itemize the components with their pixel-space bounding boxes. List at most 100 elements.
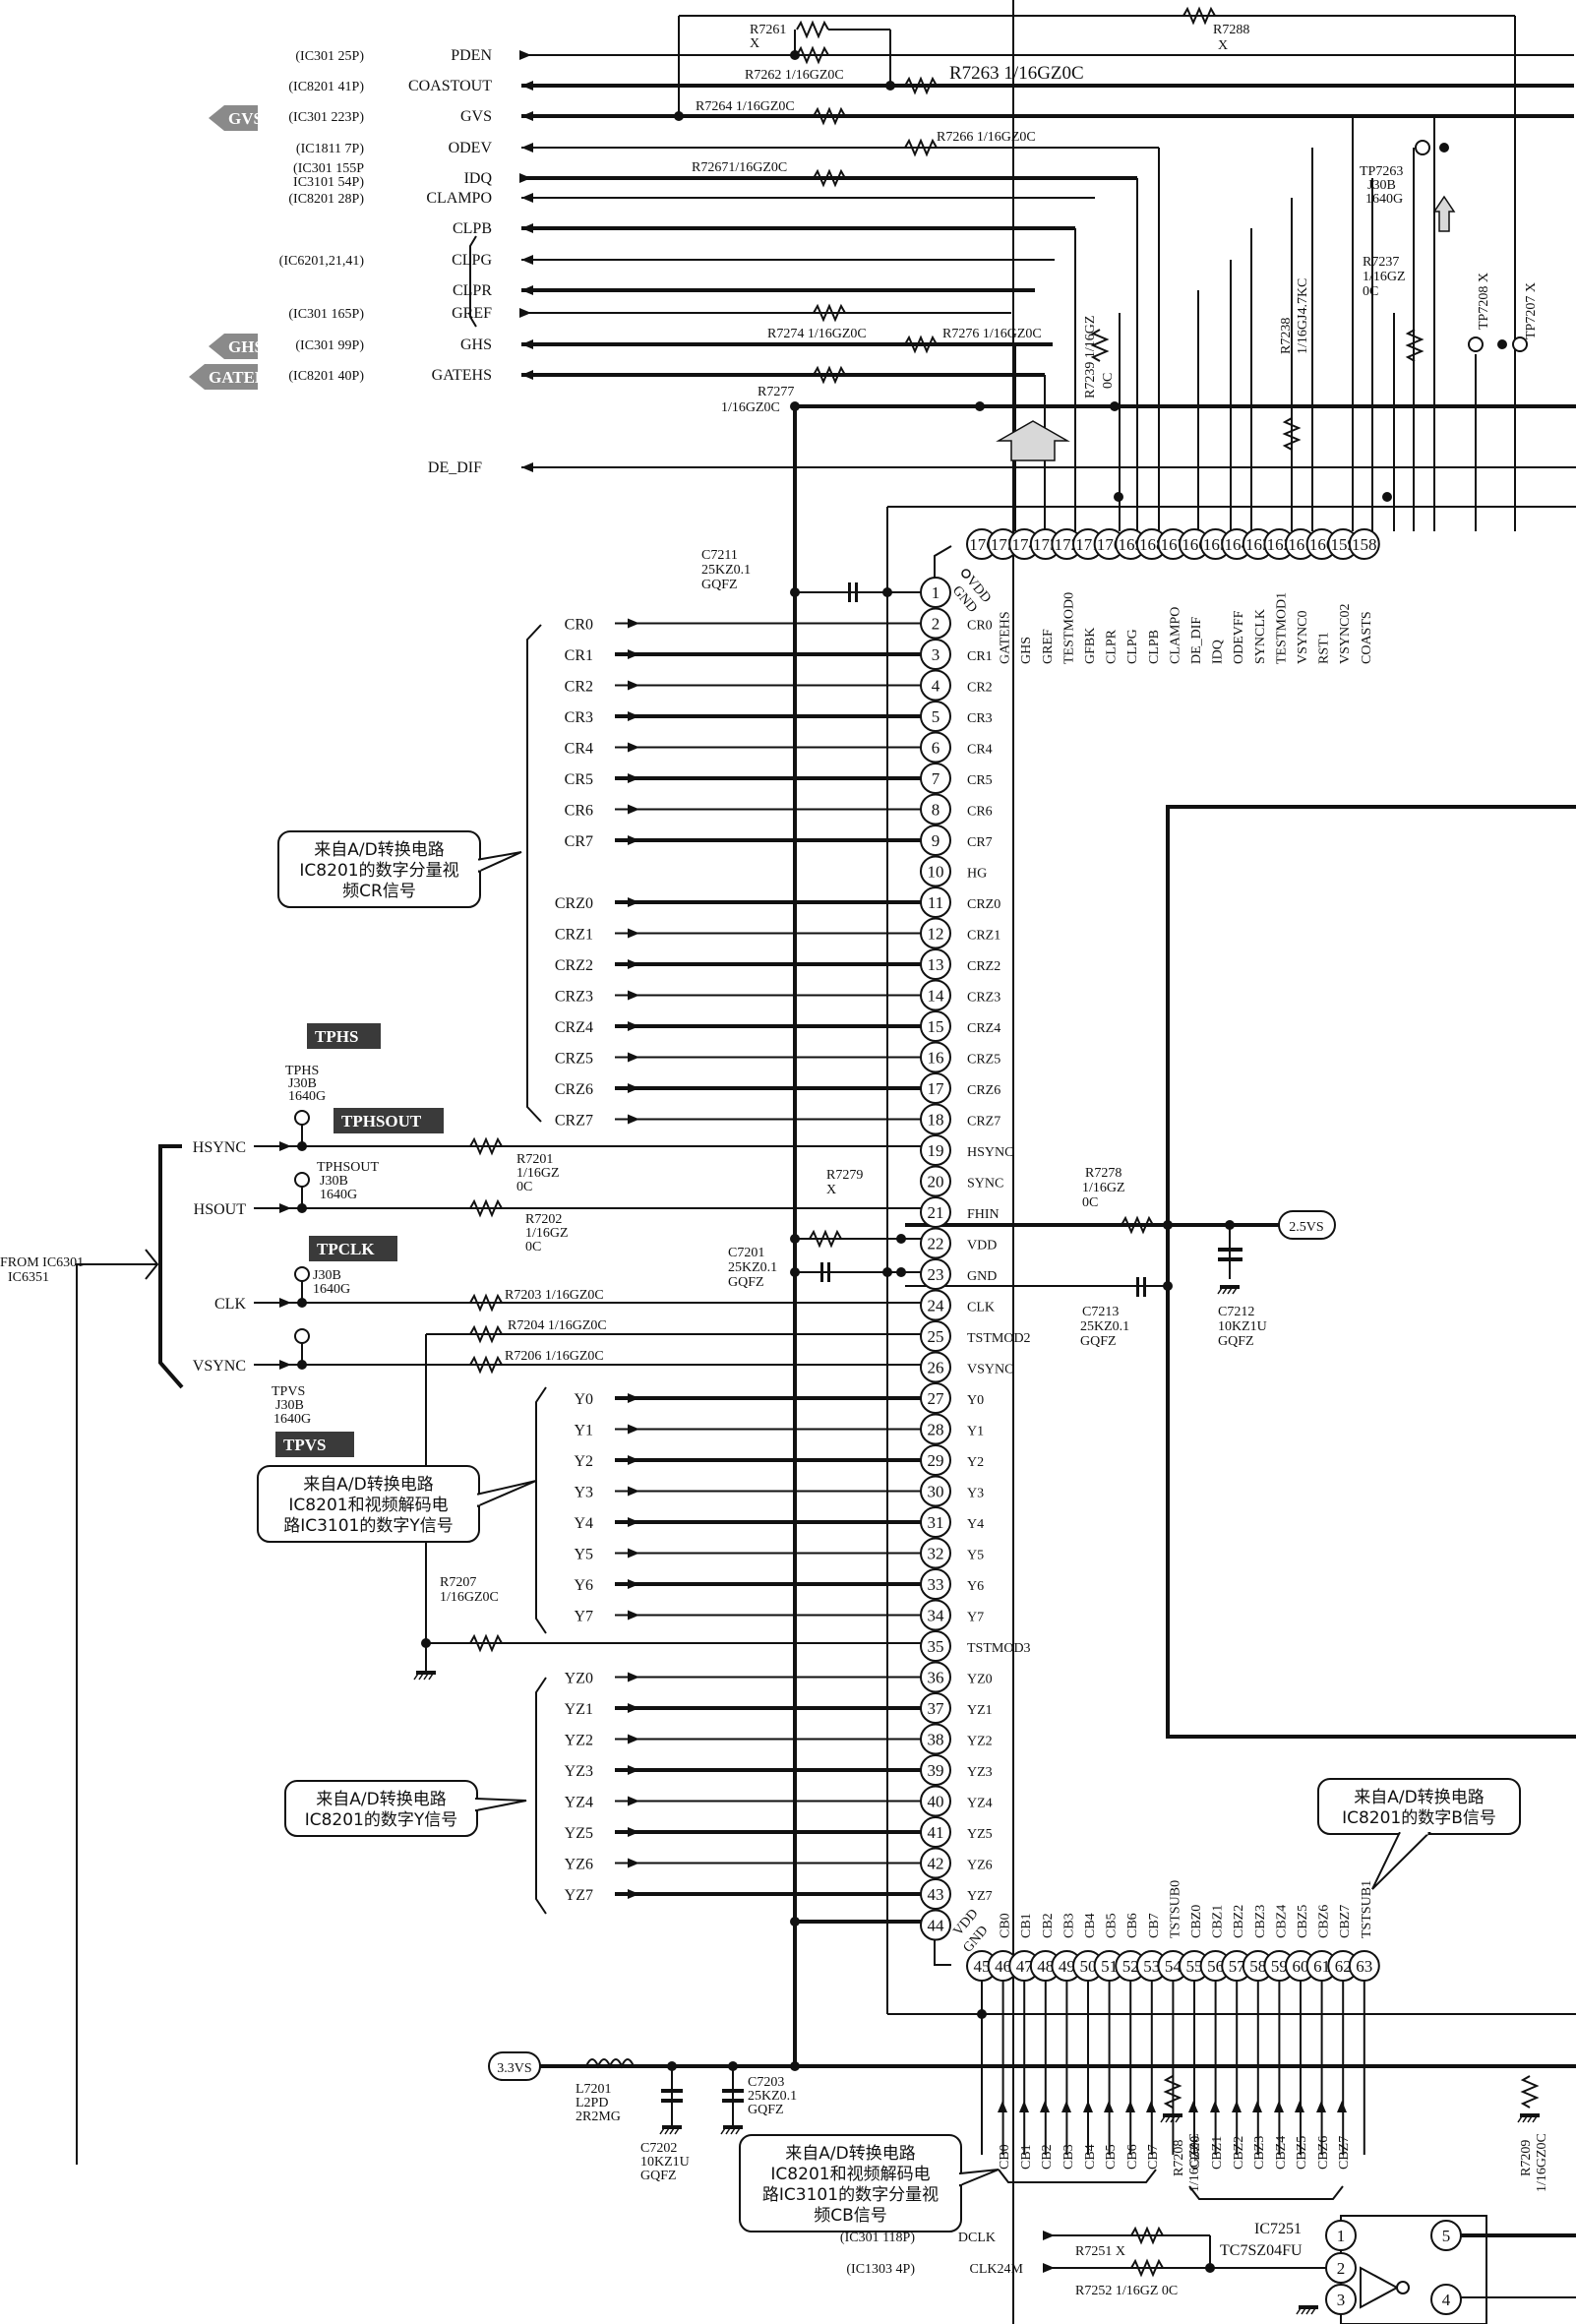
tpclk-j30b: J30B — [313, 1268, 341, 1283]
arrow-right-icon — [628, 835, 639, 845]
pin-17: 17 — [920, 1072, 951, 1104]
callout-line: 来自A/D转换电路 — [1354, 1788, 1484, 1807]
pin-number: 52 — [1122, 1957, 1139, 1976]
r7239-label: R7239 1/16GZ — [1083, 316, 1098, 398]
pin-19: 19 — [920, 1134, 951, 1166]
pin-number: 14 — [928, 987, 945, 1006]
pin-label-165: IDQ — [1211, 640, 1226, 664]
pin-30: 30 — [920, 1475, 951, 1507]
r7239-icon — [1090, 329, 1110, 362]
signal-ref: (IC301 25P) — [295, 49, 364, 64]
pin-number: 2 — [932, 615, 940, 634]
input-yz5: YZ5 — [565, 1825, 921, 1842]
wiring — [76, 0, 1576, 2324]
tp7263-label: TP7263 — [1360, 164, 1403, 179]
r7209-icon — [1520, 2075, 1540, 2109]
r7209-value: 1/16GZ0C — [1535, 2133, 1549, 2192]
pin-number: 44 — [928, 1917, 945, 1935]
input-label: Y7 — [574, 1609, 593, 1625]
r7288-icon — [1182, 6, 1216, 26]
r7207-label: R7207 — [440, 1575, 476, 1590]
bracket — [1188, 2185, 1344, 2200]
sync-input-vsync: VSYNC — [193, 1328, 310, 1375]
r7278-v2: 0C — [1082, 1195, 1098, 1210]
pin-13: 13 — [920, 948, 951, 980]
input-yz1: YZ1 — [565, 1701, 921, 1718]
pin-circle — [920, 1351, 951, 1383]
input-label: CRZ2 — [555, 957, 593, 974]
callout-line: 频CR信号 — [342, 882, 416, 901]
tag-label: TPCLK — [317, 1240, 375, 1258]
arrow-right-icon — [628, 1579, 639, 1589]
pin-number: 15 — [928, 1017, 944, 1036]
arrow-up-icon — [998, 2101, 1007, 2112]
pin-number: 12 — [928, 925, 944, 944]
r7264-icon — [813, 106, 846, 126]
dclk-ref: (IC301 118P) — [840, 2231, 915, 2245]
bracket — [469, 235, 477, 328]
pin-label-175: GATEHS — [999, 611, 1013, 664]
pin-number: 24 — [928, 1297, 945, 1315]
pin-21: 21 — [920, 1196, 951, 1228]
input-yz2: YZ2 — [565, 1733, 921, 1749]
arrow-right-icon — [628, 1548, 639, 1559]
arrow-left-icon — [521, 462, 533, 472]
c7203-label: C7203 — [748, 2075, 784, 2090]
pin-36: 36 — [920, 1661, 951, 1693]
input-y0: Y0 — [574, 1391, 921, 1408]
r7251-label: R7251 X — [1075, 2244, 1125, 2259]
input-label: CLK — [214, 1296, 246, 1313]
signal-ref: (IC8201 40P) — [288, 369, 364, 384]
r7251-icon — [1130, 2226, 1164, 2245]
tpvs-j30b: J30B — [275, 1398, 304, 1413]
input-label: YZ2 — [565, 1733, 593, 1749]
left-signal-labels: PDEN(IC301 25P)COASTOUT(IC8201 41P)GVS(I… — [189, 47, 533, 476]
r7208-icon — [1163, 2075, 1182, 2109]
pin-number: 50 — [1080, 1957, 1097, 1976]
input-label: YZ1 — [565, 1701, 593, 1718]
r7267-label: R72671/16GZ0C — [692, 160, 787, 175]
l7201-v1: L2PD — [576, 2096, 608, 2110]
tphs-label: TPHS — [285, 1064, 319, 1078]
pin-number: 23 — [928, 1265, 944, 1284]
arrow-up-icon — [1316, 2101, 1326, 2112]
pin-circle — [1430, 2220, 1462, 2251]
signal-clpg: CLPG(IC6201,21,41) — [279, 252, 533, 269]
sync-input-hsync: HSYNC — [193, 1110, 310, 1156]
pin-label-29: Y2 — [967, 1455, 984, 1470]
pin-number: 1 — [1337, 2227, 1346, 2245]
arrow-right-icon — [628, 1889, 639, 1899]
arrow-right-icon — [628, 959, 639, 969]
pin-25: 25 — [920, 1320, 951, 1352]
pin-38: 38 — [920, 1723, 951, 1755]
pin-circle — [920, 1320, 951, 1352]
callout-line: IC8201的数字分量视 — [299, 861, 458, 881]
r7262-icon — [796, 45, 829, 65]
pin-label-11: CRZ0 — [967, 897, 1000, 912]
arrow-right-icon — [628, 1517, 639, 1527]
arrow-right-icon — [628, 711, 639, 721]
ic7251-label: IC7251 — [1254, 2221, 1302, 2237]
ground-icon — [1217, 1285, 1240, 1295]
r7207-icon — [469, 1633, 503, 1653]
pin-label-160: RST1 — [1317, 632, 1332, 664]
arrow-up-icon — [1104, 2101, 1114, 2112]
pin-label-5: CR3 — [967, 711, 993, 726]
pin-1: 1 — [920, 577, 951, 608]
signal-name: GATEHS — [432, 367, 492, 384]
arrow-right-icon — [628, 897, 639, 907]
tag-tphsout: TPHSOUT — [333, 1108, 444, 1133]
arrow-right-icon — [628, 1765, 639, 1775]
cb-input-cb5: CB5 — [1104, 2144, 1119, 2170]
r7237-icon — [1405, 329, 1424, 362]
input-label: VSYNC — [193, 1358, 246, 1375]
r7266-icon — [904, 138, 938, 157]
pin-29: 29 — [920, 1444, 951, 1476]
signal-name: GVS — [460, 108, 492, 125]
r7252-icon — [1130, 2258, 1164, 2278]
signal-clpr: CLPR — [453, 282, 533, 299]
signal-name: CLPG — [452, 252, 492, 269]
